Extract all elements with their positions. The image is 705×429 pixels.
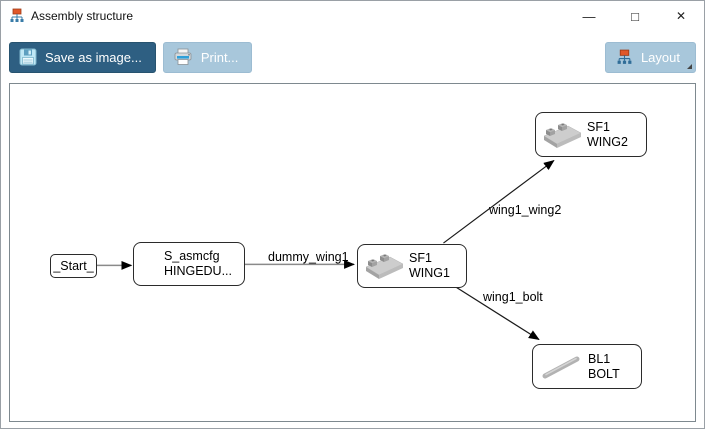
save-as-image-button[interactable]: Save as image... — [9, 41, 156, 73]
floppy-disk-icon — [19, 48, 37, 66]
edge-wing1-bolt — [455, 286, 540, 341]
layout-label: Layout — [640, 49, 680, 65]
hierarchy-app-icon — [10, 8, 24, 22]
wing-part-icon — [543, 122, 582, 148]
dropdown-corner-arrow-icon — [687, 63, 692, 69]
window-controls: — □ ✕ — [566, 1, 704, 31]
layout-tree-icon — [617, 49, 632, 64]
node-wing2-label: SF1 WING2 — [587, 119, 628, 149]
node-bolt[interactable]: BL1 BOLT — [532, 344, 642, 389]
titlebar[interactable]: Assembly structure — □ ✕ — [1, 1, 704, 31]
printer-icon — [174, 48, 192, 65]
node-bolt-label: BL1 BOLT — [588, 351, 620, 381]
node-wing1[interactable]: SF1 WING1 — [357, 244, 467, 288]
maximize-button[interactable]: □ — [612, 1, 658, 31]
bolt-part-icon — [542, 356, 580, 378]
toolbar: Save as image... Print... Layout — [9, 41, 696, 73]
edge-label-wing1-bolt: wing1_bolt — [483, 290, 543, 304]
print-button[interactable]: Print... — [162, 41, 253, 73]
layout-button[interactable]: Layout — [604, 41, 696, 73]
node-start[interactable]: _Start_ — [50, 254, 97, 278]
diagram-canvas[interactable]: _Start_ S_asmcfg HINGEDU... — [9, 83, 696, 422]
edge-label-wing1-wing2: wing1_wing2 — [489, 203, 562, 217]
minimize-button[interactable]: — — [566, 1, 612, 31]
node-wing2[interactable]: SF1 WING2 — [535, 112, 647, 157]
edge-wing1-wing2 — [443, 159, 555, 244]
node-wing1-label: SF1 WING1 — [409, 251, 450, 280]
edge-label-dummy-wing1: dummy_wing1 — [268, 250, 349, 264]
node-start-label: _Start_ — [53, 258, 94, 273]
node-asmcfg[interactable]: S_asmcfg HINGEDU... — [133, 242, 245, 286]
wing-part-icon — [365, 254, 404, 279]
save-as-image-label: Save as image... — [45, 49, 142, 65]
node-asmcfg-label: S_asmcfg HINGEDU... — [163, 249, 232, 278]
print-label: Print... — [200, 49, 239, 65]
close-button[interactable]: ✕ — [658, 1, 704, 31]
window-title: Assembly structure — [31, 9, 134, 23]
edge-layer — [96, 159, 555, 341]
